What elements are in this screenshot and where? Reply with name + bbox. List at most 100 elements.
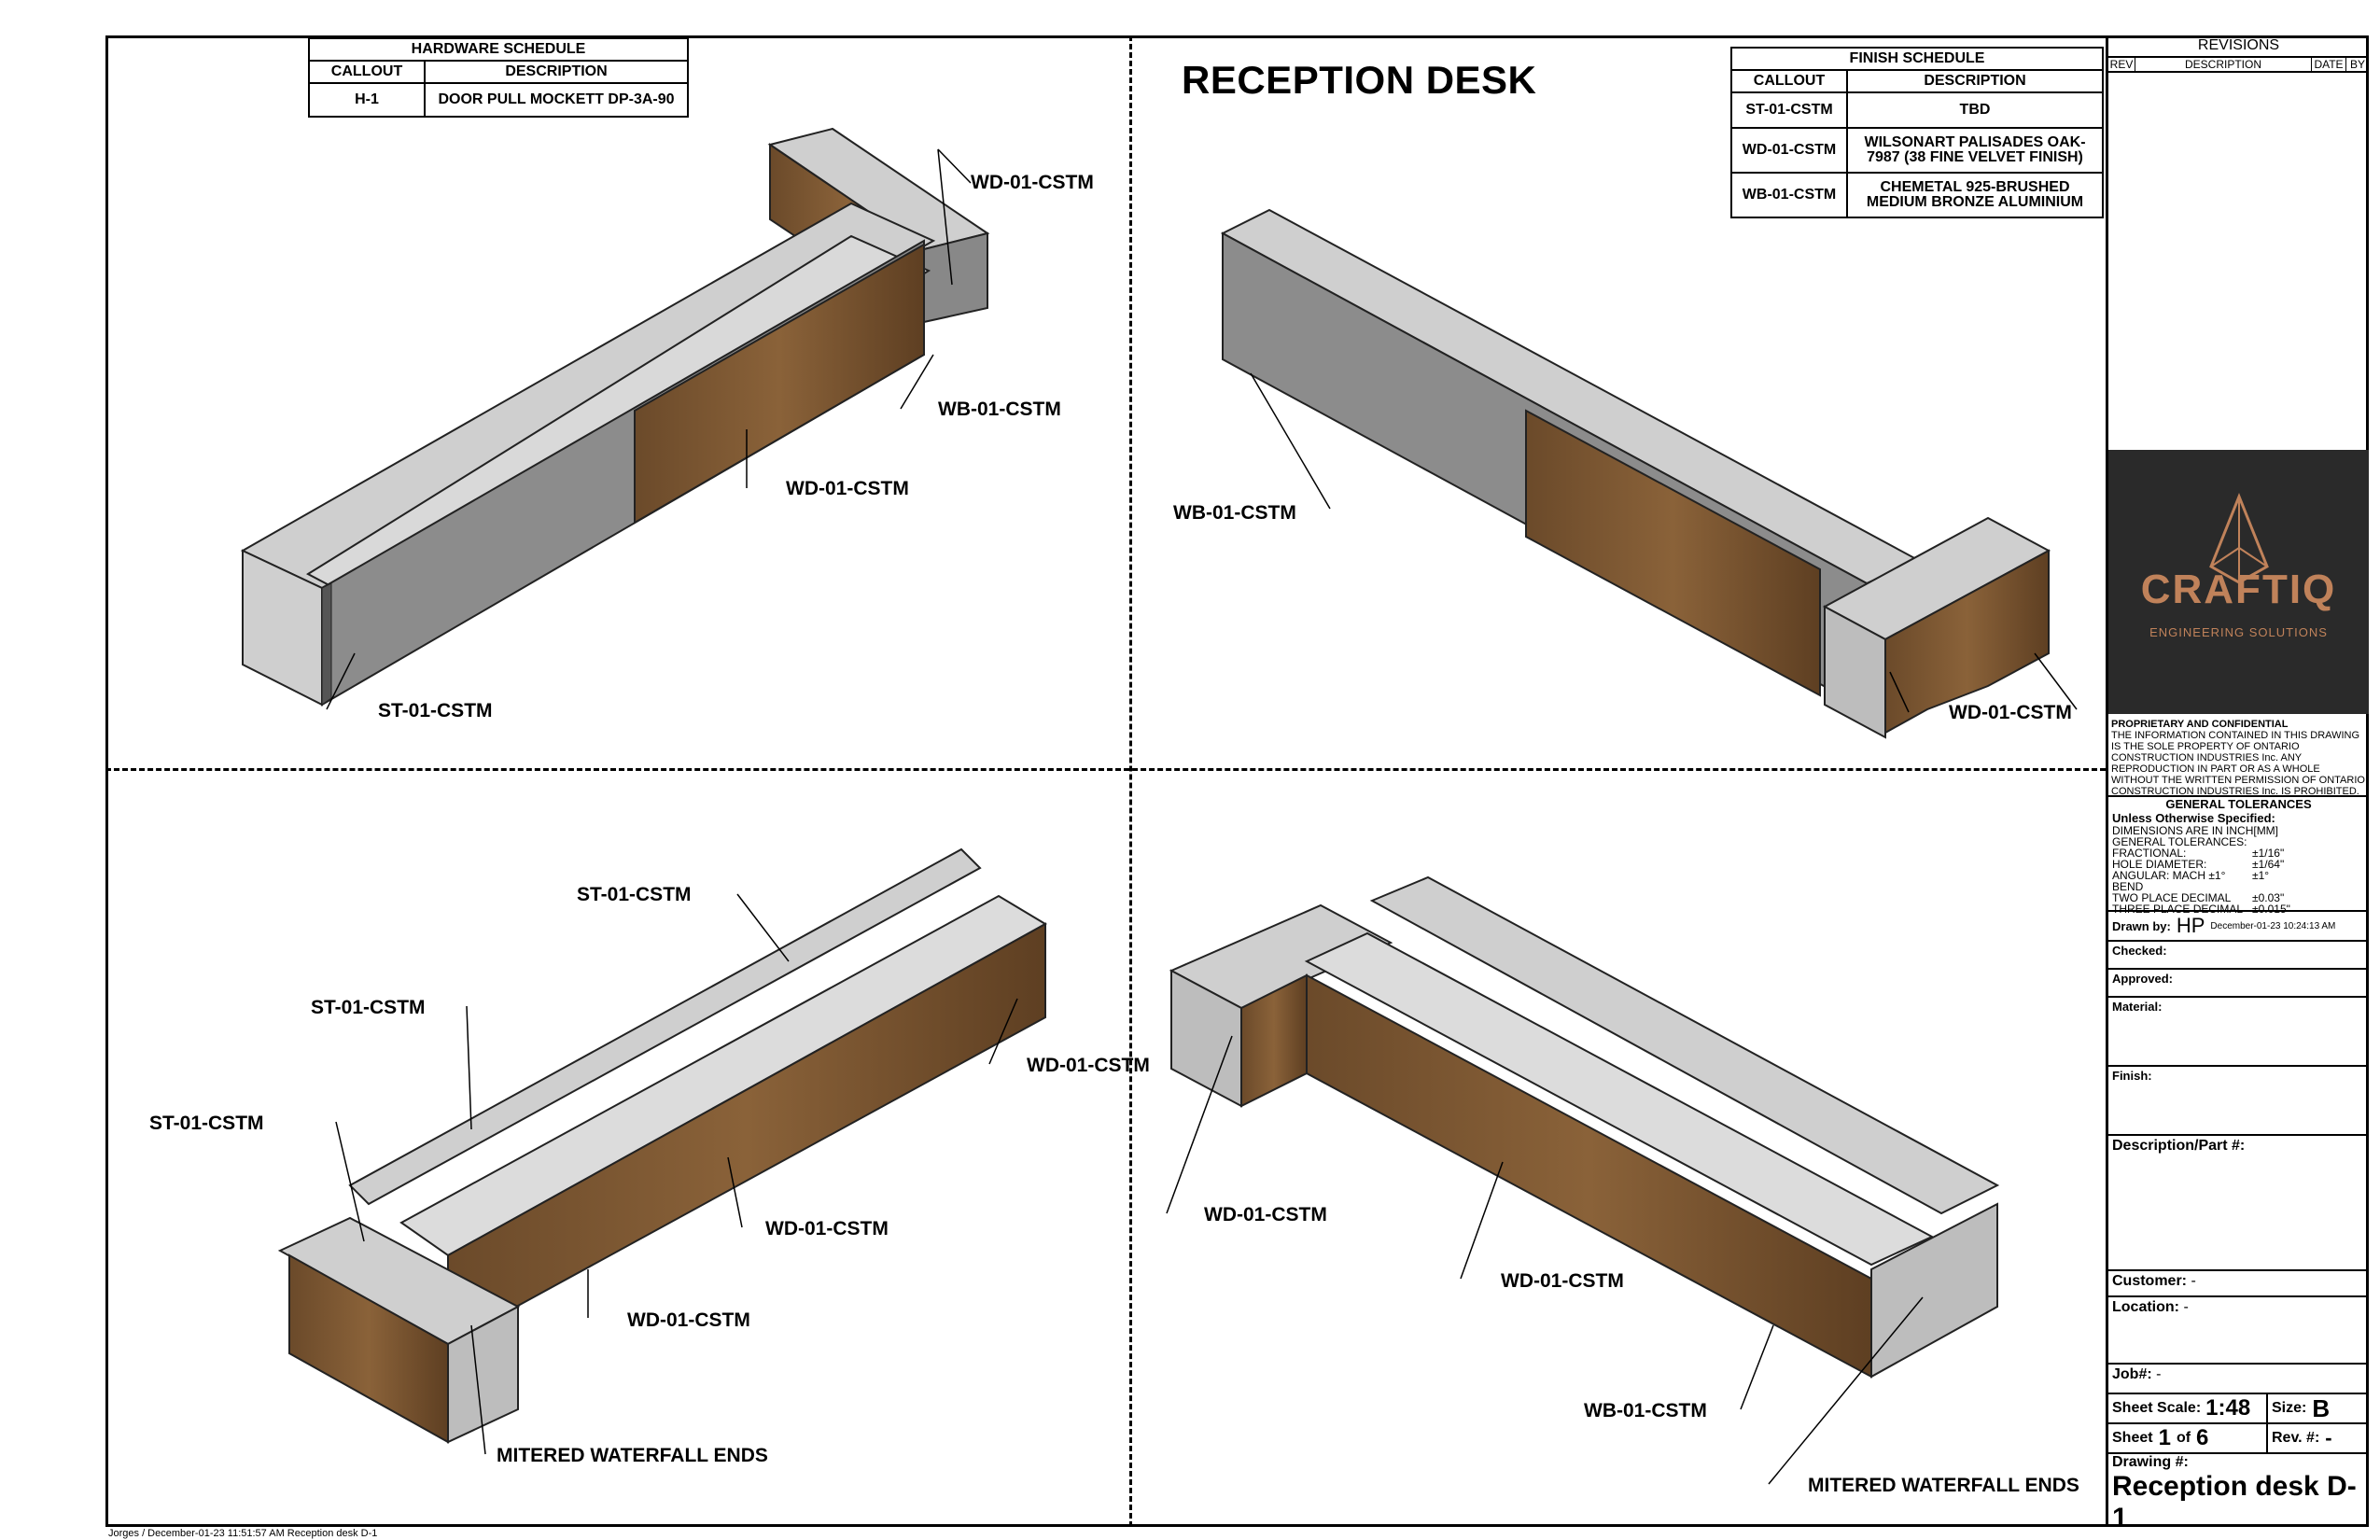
callout-label: ST-01-CSTM [378,700,493,721]
proprietary-heading: PROPRIETARY AND CONFIDENTIAL [2111,719,2289,730]
finish-schedule-heading: FINISH SCHEDULE [1730,47,2104,71]
drawn-by-row: Drawn by: HP December-01-23 10:24:13 AM [2108,910,2369,940]
revisions-col-by: BY [2349,58,2365,71]
view-bottom-left [277,847,1048,1455]
hardware-schedule-table: HARDWARE SCHEDULE CALLOUT DESCRIPTION H-… [308,37,689,118]
description-row: Description/Part #: [2108,1134,2369,1269]
callout-label: WD-01-CSTM [1949,702,2072,723]
view-top-left [240,127,990,710]
size-label: Size: [2272,1400,2307,1416]
logo-tagline: ENGINEERING SOLUTIONS [2149,625,2328,639]
proprietary-text: THE INFORMATION CONTAINED IN THIS DRAWIN… [2111,730,2365,797]
drawn-date: December-01-23 10:24:13 AM [2210,920,2336,931]
hardware-col-description: DESCRIPTION [424,60,689,84]
title-block-fields: Drawn by: HP December-01-23 10:24:13 AM … [2108,910,2369,1533]
tolerance-label: DIMENSIONS ARE IN INCH[MM] [2112,824,2279,837]
drawing-title: RECEPTION DESK [1182,58,1537,102]
company-logo: CRAFTIQ ENGINEERING SOLUTIONS [2108,450,2369,714]
finish-row: Finish: [2108,1065,2369,1134]
isometric-drawings [240,127,2078,1485]
hardware-row-description: DOOR PULL MOCKETT DP-3A-90 [424,82,689,118]
scale-value: 1:48 [2205,1395,2251,1421]
location-row: Location: - [2108,1295,2369,1363]
customer-label: Customer: [2112,1273,2188,1289]
revisions-col-description: DESCRIPTION [2135,58,2312,71]
tolerance-line: DIMENSIONS ARE IN INCH[MM] [2112,825,2369,836]
finish-row-callout: ST-01-CSTM [1730,91,1848,129]
drawn-by-label: Drawn by: [2112,918,2171,933]
callout-label: WD-01-CSTM [1027,1055,1150,1076]
tolerance-label: GENERAL TOLERANCES: [2112,835,2247,848]
tolerance-line: ANGULAR: MACH ±1° BEND ±1° [2112,870,2369,892]
tolerance-label: THREE PLACE DECIMAL [2112,903,2244,916]
revisions-header-row: REV DESCRIPTION DATE BY [2108,58,2369,73]
tolerance-line: TWO PLACE DECIMAL ±0.03" [2112,892,2369,903]
scale-label: Sheet Scale: [2112,1400,2202,1416]
vertical-view-divider [1129,35,1132,1527]
tolerances-heading: GENERAL TOLERANCES [2165,797,2312,811]
footer-stamp: Jorges / December-01-23 11:51:57 AM Rece… [108,1528,378,1539]
tolerance-line: FRACTIONAL: ±1/16" [2112,847,2369,859]
tolerance-line: GENERAL TOLERANCES: [2112,836,2369,847]
tolerance-value: ±0.03" [2252,891,2285,904]
sheet-rev-row: Sheet 1 of 6 Rev. #: - [2108,1422,2369,1452]
callout-label: ST-01-CSTM [311,997,426,1018]
revisions-col-date: DATE [2312,58,2346,71]
hardware-schedule-heading: HARDWARE SCHEDULE [308,37,689,62]
callout-label: WD-01-CSTM [1204,1204,1327,1225]
customer-value: - [2191,1273,2196,1289]
logo-mark [2209,492,2269,584]
drawing-number-row: Drawing #: Reception desk D-1 [2108,1452,2369,1533]
tolerance-label: TWO PLACE DECIMAL [2112,891,2232,904]
callout-label: WB-01-CSTM [938,399,1061,420]
tolerance-value: ±1/16" [2252,847,2285,860]
view-top-right [1220,208,2078,739]
tolerance-value: ±0.015" [2252,903,2290,916]
sheet-border [105,35,2369,1527]
callout-label: MITERED WATERFALL ENDS [1808,1475,2079,1496]
location-label: Location: [2112,1299,2179,1315]
callout-label: ST-01-CSTM [577,884,692,905]
approved-row: Approved: [2108,968,2369,996]
sheet-number: 1 [2158,1425,2171,1450]
finish-row-description: CHEMETAL 925-BRUSHED MEDIUM BRONZE ALUMI… [1846,172,2104,218]
callout-label: MITERED WATERFALL ENDS [497,1445,768,1466]
revisions-heading: REVISIONS [2108,35,2369,58]
callout-label: WD-01-CSTM [786,478,909,499]
sheet-label: Sheet [2112,1430,2153,1446]
finish-schedule-table: FINISH SCHEDULE CALLOUT DESCRIPTION ST-0… [1730,47,2104,218]
drawn-by-value: HP [2176,914,2205,937]
job-value: - [2156,1366,2162,1382]
rev-value: - [2325,1426,2332,1449]
tolerance-value: ±1/64" [2252,858,2285,871]
callout-label: WD-01-CSTM [1501,1270,1624,1292]
rev-label: Rev. #: [2272,1430,2320,1446]
tolerance-line: HOLE DIAMETER: ±1/64" [2112,859,2369,870]
drawing-number-label: Drawing #: [2112,1454,2189,1470]
hardware-col-callout: CALLOUT [308,60,426,84]
general-tolerances: GENERAL TOLERANCES Unless Otherwise Spec… [2108,795,2369,915]
size-value: B [2312,1393,2331,1422]
of-label: of [2176,1430,2191,1446]
finish-row-description: WILSONART PALISADES OAK-7987 (38 FINE VE… [1846,127,2104,174]
tolerance-label: FRACTIONAL: [2112,847,2187,860]
location-value: - [2183,1299,2189,1315]
tolerance-label: ANGULAR: MACH ±1° BEND [2112,869,2226,893]
view-bottom-right [1166,875,2000,1485]
scale-size-row: Sheet Scale: 1:48 Size: B [2108,1393,2369,1422]
revisions-block: REVISIONS REV DESCRIPTION DATE BY [2108,35,2369,73]
drawing-number-value: Reception desk D-1 [2112,1471,2357,1533]
material-row: Material: [2108,996,2369,1065]
tolerance-value: ±1° [2252,869,2270,882]
tolerance-label: HOLE DIAMETER: [2112,858,2207,871]
callout-label: WD-01-CSTM [971,172,1094,193]
horizontal-view-divider [105,768,2106,771]
sheet-total: 6 [2196,1425,2209,1450]
job-row: Job#: - [2108,1363,2369,1393]
callout-label: WD-01-CSTM [627,1309,750,1331]
finish-row-callout: WD-01-CSTM [1730,127,1848,174]
tolerance-line: THREE PLACE DECIMAL ±0.015" [2112,903,2369,915]
finish-row-description: TBD [1846,91,2104,129]
finish-row-callout: WB-01-CSTM [1730,172,1848,218]
callout-label: ST-01-CSTM [149,1113,264,1134]
